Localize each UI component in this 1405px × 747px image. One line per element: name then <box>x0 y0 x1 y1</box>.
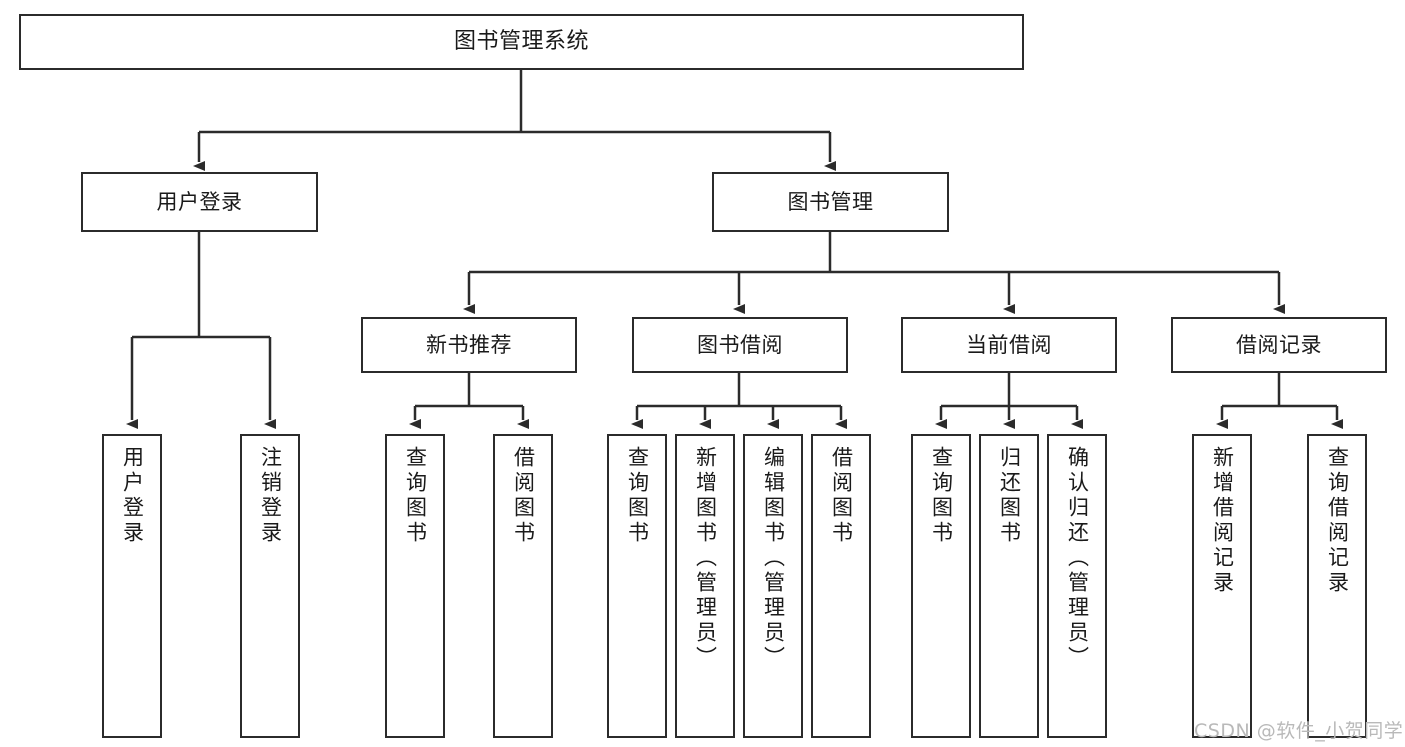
leaf-query-borrow-record[interactable]: 查询借阅记录 <box>1307 434 1367 738</box>
leaf-query-book-recommend[interactable]: 查询图书 <box>385 434 445 738</box>
node-book-manage[interactable]: 图书管理 <box>712 172 949 232</box>
node-label: 新增图书（管理员） <box>693 446 718 671</box>
node-label: 当前借阅 <box>966 332 1052 357</box>
leaf-query-book-borrow[interactable]: 查询图书 <box>607 434 667 738</box>
node-label: 新增借阅记录 <box>1210 446 1235 596</box>
watermark-text: CSDN @软件_小贺同学 <box>1194 720 1404 742</box>
node-label: 编辑图书（管理员） <box>761 446 786 671</box>
leaf-borrow-book[interactable]: 借阅图书 <box>811 434 871 738</box>
node-label: 查询图书 <box>929 446 954 546</box>
leaf-edit-book[interactable]: 编辑图书（管理员） <box>743 434 803 738</box>
leaf-borrow-book-recommend[interactable]: 借阅图书 <box>493 434 553 738</box>
node-label: 借阅图书 <box>829 446 854 546</box>
node-user-login[interactable]: 用户登录 <box>81 172 318 232</box>
leaf-return-book[interactable]: 归还图书 <box>979 434 1039 738</box>
leaf-add-borrow-record[interactable]: 新增借阅记录 <box>1192 434 1252 738</box>
leaf-query-book-current[interactable]: 查询图书 <box>911 434 971 738</box>
node-borrow-record[interactable]: 借阅记录 <box>1171 317 1387 373</box>
node-label: 图书借阅 <box>697 332 783 357</box>
node-label: 归还图书 <box>997 446 1022 546</box>
node-label: 新书推荐 <box>426 332 512 357</box>
node-root-system[interactable]: 图书管理系统 <box>19 14 1024 70</box>
node-label: 图书管理 <box>787 189 874 214</box>
node-label: 图书管理系统 <box>453 29 589 55</box>
node-label: 用户登录 <box>120 446 145 546</box>
node-book-borrow[interactable]: 图书借阅 <box>632 317 848 373</box>
node-label: 借阅记录 <box>1236 332 1322 357</box>
node-label: 确认归还（管理员） <box>1065 446 1090 671</box>
node-label: 借阅图书 <box>511 446 536 546</box>
node-new-book-recommend[interactable]: 新书推荐 <box>361 317 577 373</box>
node-label: 查询借阅记录 <box>1325 446 1350 596</box>
node-label: 注销登录 <box>258 446 283 546</box>
node-label: 查询图书 <box>403 446 428 546</box>
leaf-user-logout[interactable]: 注销登录 <box>240 434 300 738</box>
node-current-borrow[interactable]: 当前借阅 <box>901 317 1117 373</box>
leaf-add-book[interactable]: 新增图书（管理员） <box>675 434 735 738</box>
node-label: 查询图书 <box>625 446 650 546</box>
node-label: 用户登录 <box>156 189 243 214</box>
leaf-confirm-return[interactable]: 确认归还（管理员） <box>1047 434 1107 738</box>
leaf-user-login[interactable]: 用户登录 <box>102 434 162 738</box>
